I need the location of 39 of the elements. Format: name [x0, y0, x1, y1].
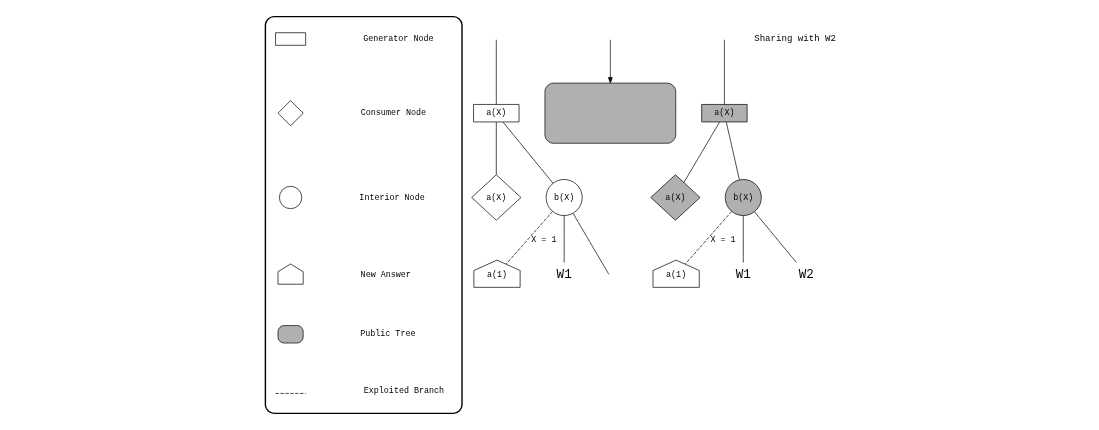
node-box [544, 82, 676, 144]
cluster [264, 15, 463, 415]
node-circle [278, 185, 302, 210]
legend-label: Consumer Node [360, 108, 426, 119]
connector [683, 121, 720, 183]
connector [753, 211, 797, 263]
node-circle: b(X) [545, 179, 583, 216]
node-house [277, 263, 304, 285]
edge-label: X = 1 [530, 235, 556, 246]
connector [572, 213, 609, 275]
legend-label: Exploited Branch [363, 386, 444, 397]
connector [495, 121, 497, 175]
legend-label: New Answer [360, 270, 411, 281]
legend-label: Generator Node [362, 34, 434, 45]
connector [684, 211, 732, 265]
node-text: W1 [556, 268, 572, 283]
arrow [607, 39, 613, 84]
connector [725, 121, 740, 181]
node-box: a(X) [472, 104, 519, 123]
connector [742, 215, 744, 263]
node-box: a(X) [700, 104, 747, 123]
connector [495, 39, 497, 105]
legend-label: Interior Node [358, 192, 425, 203]
node-circle: b(X) [724, 179, 762, 216]
edge-label: X = 1 [709, 235, 736, 246]
connector [502, 121, 553, 184]
node-box [274, 32, 306, 46]
node-box [277, 325, 304, 344]
node-text: W1 [735, 268, 751, 283]
legend-label: Public Tree [359, 329, 415, 340]
node-text: W2 [798, 268, 814, 283]
connector [505, 211, 553, 265]
node-diamond: a(X) [649, 174, 700, 221]
connector [563, 215, 564, 263]
label: Sharing with W2 [753, 33, 836, 45]
node-diamond: a(X) [470, 174, 521, 221]
connector [723, 39, 725, 105]
node-diamond [277, 100, 304, 127]
node-line [274, 393, 306, 394]
